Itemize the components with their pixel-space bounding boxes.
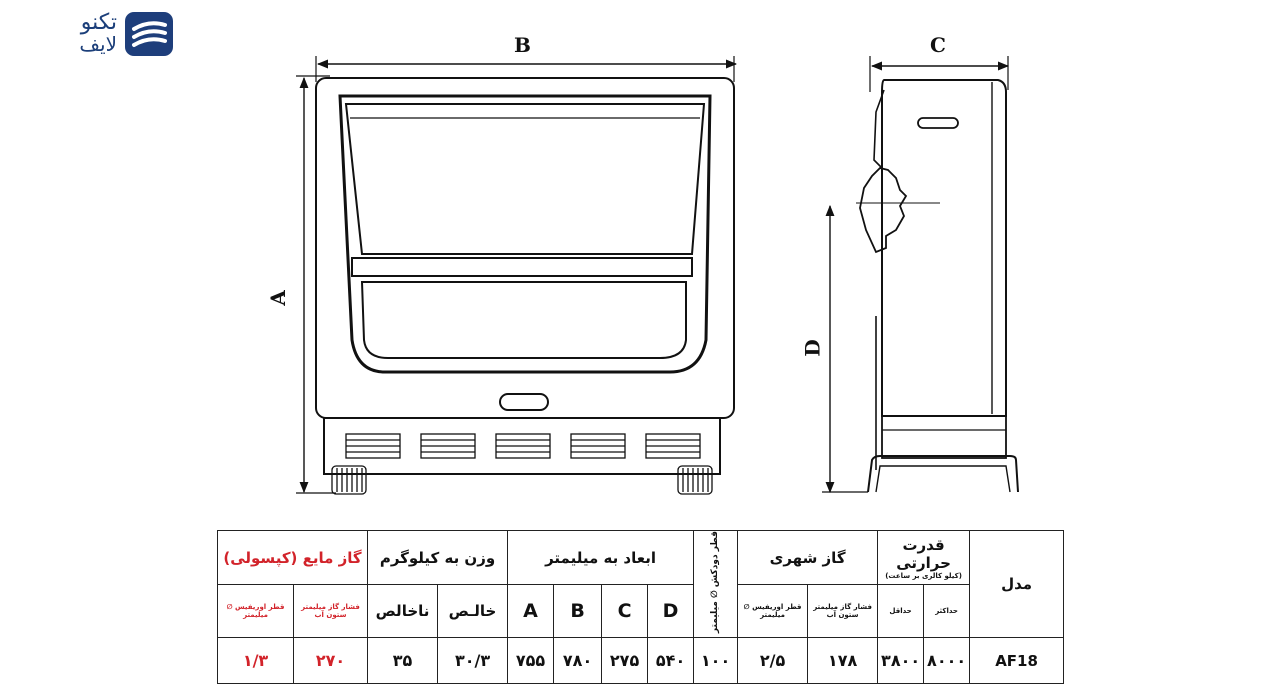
header-weight: وزن به کیلوگرم	[366, 529, 509, 586]
header-dimensions: ابعاد به میلیمتر	[507, 529, 695, 586]
cell-heat-min: ۳۸۰۰	[877, 637, 925, 685]
header-dim-d: D	[647, 584, 695, 639]
header-city-gas: گاز شهری	[737, 529, 879, 586]
cell-dim-b: ۷۸۰	[553, 637, 603, 685]
header-heat-max: حداکثر	[923, 584, 971, 639]
header-flue-text: قطر دودکش ∅ میلیمتر	[709, 531, 720, 634]
spec-table: مدل قدرت حرارتی (کیلو کالری بر ساعت) گاز…	[217, 529, 1065, 685]
cell-lpg-orifice: ۱/۳	[217, 637, 294, 685]
header-lpg: گاز مایع (کپسولی)	[217, 529, 368, 586]
dimension-label-d: D	[800, 339, 825, 357]
table-row: AF18 ۸۰۰۰ ۳۸۰۰ ۱۷۸ ۲/۵ ۱۰۰ ۵۴۰ ۲۷۵ ۷۸۰ ۷…	[217, 637, 1065, 685]
heater-technical-drawing	[296, 56, 1019, 495]
dimension-label-c: C	[930, 33, 946, 57]
header-heat-title: قدرت حرارتی	[896, 535, 951, 572]
header-weight-gross: ناخالص	[366, 584, 439, 639]
cell-heat-max: ۸۰۰۰	[923, 637, 971, 685]
cell-lpg-pressure: ۲۷۰	[293, 637, 368, 685]
cell-dim-a: ۷۵۵	[507, 637, 555, 685]
cell-weight-net: ۳۰/۳	[437, 637, 509, 685]
logo-text-line1: تکنو	[80, 10, 117, 35]
dimension-label-a: A	[265, 290, 290, 306]
header-dim-c: C	[601, 584, 649, 639]
header-dim-a: A	[507, 584, 555, 639]
front-view	[296, 56, 738, 495]
side-view	[822, 56, 1019, 494]
header-model: مدل	[969, 529, 1065, 639]
cell-weight-gross: ۳۵	[366, 637, 439, 685]
logo-text-line2: لایف	[79, 32, 117, 56]
header-city-orifice: قطر اوریفیس ∅ میلیمتر	[737, 584, 809, 639]
header-flue: قطر دودکش ∅ میلیمتر	[693, 529, 739, 639]
dimension-label-b: B	[514, 33, 531, 57]
cell-city-pressure: ۱۷۸	[807, 637, 879, 685]
header-dim-b: B	[553, 584, 603, 639]
cell-model: AF18	[969, 637, 1065, 685]
header-weight-net: خالـص	[437, 584, 509, 639]
cell-dim-d: ۵۴۰	[647, 637, 695, 685]
cell-city-orifice: ۲/۵	[737, 637, 809, 685]
header-heat-min: حداقل	[877, 584, 925, 639]
header-heat-sub: (کیلو کالری بر ساعت)	[885, 571, 962, 580]
header-lpg-pressure: فشار گاز میلیمتر ستون آب	[293, 584, 368, 639]
header-heat: قدرت حرارتی (کیلو کالری بر ساعت)	[877, 529, 971, 586]
cell-flue: ۱۰۰	[693, 637, 739, 685]
header-city-pressure: فشار گاز میلیمتر ستون آب	[807, 584, 879, 639]
logo-mark-icon	[125, 12, 173, 56]
cell-dim-c: ۲۷۵	[601, 637, 649, 685]
header-lpg-orifice: قطر اوریفیس ∅ میلیمتر	[217, 584, 294, 639]
brand-logo: تکنو لایف	[48, 10, 173, 60]
